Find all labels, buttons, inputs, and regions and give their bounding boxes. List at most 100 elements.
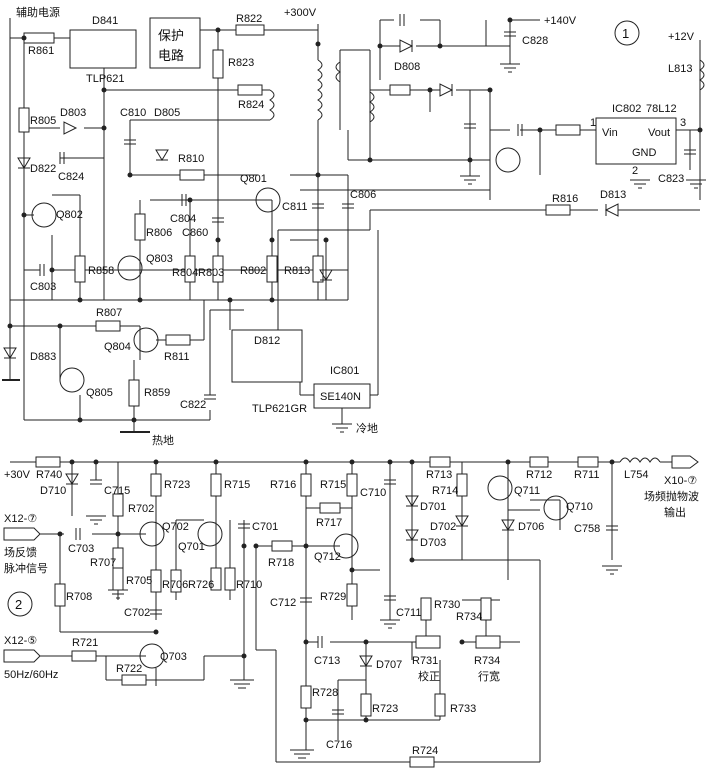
ref-label: R802 — [240, 265, 266, 277]
ref-label: D710 — [40, 485, 66, 497]
ref-label: Q702 — [162, 521, 189, 533]
ref-label: R813 — [284, 265, 310, 277]
output-line2: 输出 — [664, 505, 686, 519]
ref-label: D707 — [376, 659, 402, 671]
ref-label: R811 — [164, 351, 189, 363]
ref-label: R714 — [432, 485, 458, 497]
ref-label: D883 — [30, 351, 56, 363]
ref-label: C803 — [30, 281, 56, 293]
tlp621-label: TLP621 — [86, 73, 125, 85]
r731-note: 校正 — [418, 669, 440, 683]
ref-label: R715 — [224, 479, 250, 491]
ref-label: C806 — [350, 189, 376, 201]
feedback-line2: 脉冲信号 — [4, 561, 48, 575]
ref-label: D706 — [518, 521, 544, 533]
ref-label: L813 — [668, 63, 692, 75]
ref-label: R722 — [116, 663, 142, 675]
ref-label: R733 — [450, 703, 476, 715]
ic802-pin2: 2 — [632, 165, 638, 177]
ref-label: R859 — [144, 387, 170, 399]
cold-ground-label: 冷地 — [356, 422, 378, 435]
ic801-part: SE140N — [320, 391, 361, 403]
ref-label: D702 — [430, 521, 456, 533]
ref-label: R705 — [126, 575, 152, 587]
ref-label: Q803 — [146, 253, 173, 265]
ref-label: R805 — [30, 115, 56, 127]
ref-label: R702 — [128, 503, 154, 515]
ic802-vout: Vout — [648, 127, 670, 139]
ref-label: D813 — [600, 189, 626, 201]
ref-label: D812 — [254, 335, 280, 347]
ref-label: R723 — [372, 703, 398, 715]
ref-label: C804 — [170, 213, 196, 225]
ref-label: D703 — [420, 537, 446, 549]
tlp621gr-label: TLP621GR — [252, 403, 307, 415]
ref-label: R717 — [316, 517, 342, 529]
ref-label: C702 — [124, 607, 150, 619]
ref-label: C703 — [68, 543, 94, 555]
ref-label: R730 — [434, 599, 460, 611]
ref-label: C715 — [104, 485, 130, 497]
block-labels: 保护 电路 IC801 SE140N IC802 78L12 Vin Vout … — [15, 26, 686, 612]
bottom-components — [3, 455, 699, 768]
ref-label: D808 — [394, 61, 420, 73]
ref-label: Q804 — [104, 341, 131, 353]
ic802-label: IC802 — [612, 103, 641, 115]
rail-labels: 辅助电源 +300V +140V +12V +30V 热地 冷地 — [4, 5, 695, 481]
ref-label: Q801 — [240, 173, 267, 185]
ref-label: C860 — [182, 227, 208, 239]
ref-label: Q805 — [86, 387, 113, 399]
ref-label: C701 — [252, 521, 278, 533]
ic802-gnd: GND — [632, 147, 657, 159]
ref-label: R718 — [268, 557, 294, 569]
ic802-vin: Vin — [602, 127, 618, 139]
ref-label: C810 — [120, 107, 146, 119]
ref-label: R858 — [88, 265, 114, 277]
ref-label: R729 — [320, 591, 346, 603]
ref-label: D841 — [92, 15, 118, 27]
ref-label: C822 — [180, 399, 206, 411]
circle-two-label: 2 — [15, 597, 22, 612]
ref-label: R822 — [236, 13, 262, 25]
ref-label: R816 — [552, 193, 578, 205]
ref-label: R740 — [36, 469, 62, 481]
ic802-pin1: 1 — [590, 117, 596, 129]
ref-label: R803 — [198, 267, 224, 279]
ref-label: C823 — [658, 173, 684, 185]
ref-label: R724 — [412, 745, 438, 757]
freq-label: 50Hz/60Hz — [4, 669, 58, 681]
ref-label: D803 — [60, 107, 86, 119]
ref-label: R861 — [28, 45, 54, 57]
ref-label: D701 — [420, 501, 446, 513]
ref-label: C824 — [58, 171, 84, 183]
ref-label: R721 — [72, 637, 98, 649]
ref-label: R734 — [456, 611, 482, 623]
r734-note: 行宽 — [478, 669, 500, 683]
ref-label: R712 — [526, 469, 552, 481]
ic802-part: 78L12 — [646, 103, 677, 115]
ref-label: C716 — [326, 739, 352, 751]
ref-label: R706 — [162, 579, 188, 591]
v12-label: +12V — [668, 31, 695, 43]
connector-labels: X12-⑦ 场反馈 脉冲信号 X12-⑤ 50Hz/60Hz X10-⑦ 场频抛… — [4, 475, 699, 681]
ref-label: D805 — [154, 107, 180, 119]
ref-label: R707 — [90, 557, 116, 569]
ref-label: D822 — [30, 163, 56, 175]
v300-label: +300V — [284, 7, 317, 19]
v140-label: +140V — [544, 15, 577, 27]
ref-label: C758 — [574, 523, 600, 535]
x10-7-label: X10-⑦ — [664, 475, 697, 487]
ref-label: L754 — [624, 469, 648, 481]
ref-label: R708 — [66, 591, 92, 603]
hot-ground-label: 热地 — [152, 434, 174, 447]
ref-label: C713 — [314, 655, 340, 667]
x12-7-label: X12-⑦ — [4, 513, 37, 525]
ref-label: R807 — [96, 307, 122, 319]
circle-one-label: 1 — [622, 26, 629, 41]
ref-label: R806 — [146, 227, 172, 239]
pot-labels: R731 校正 R734 行宽 — [412, 655, 500, 683]
ref-label: C811 — [282, 201, 307, 213]
ref-label: R824 — [238, 99, 264, 111]
ref-label: R715 — [320, 479, 346, 491]
